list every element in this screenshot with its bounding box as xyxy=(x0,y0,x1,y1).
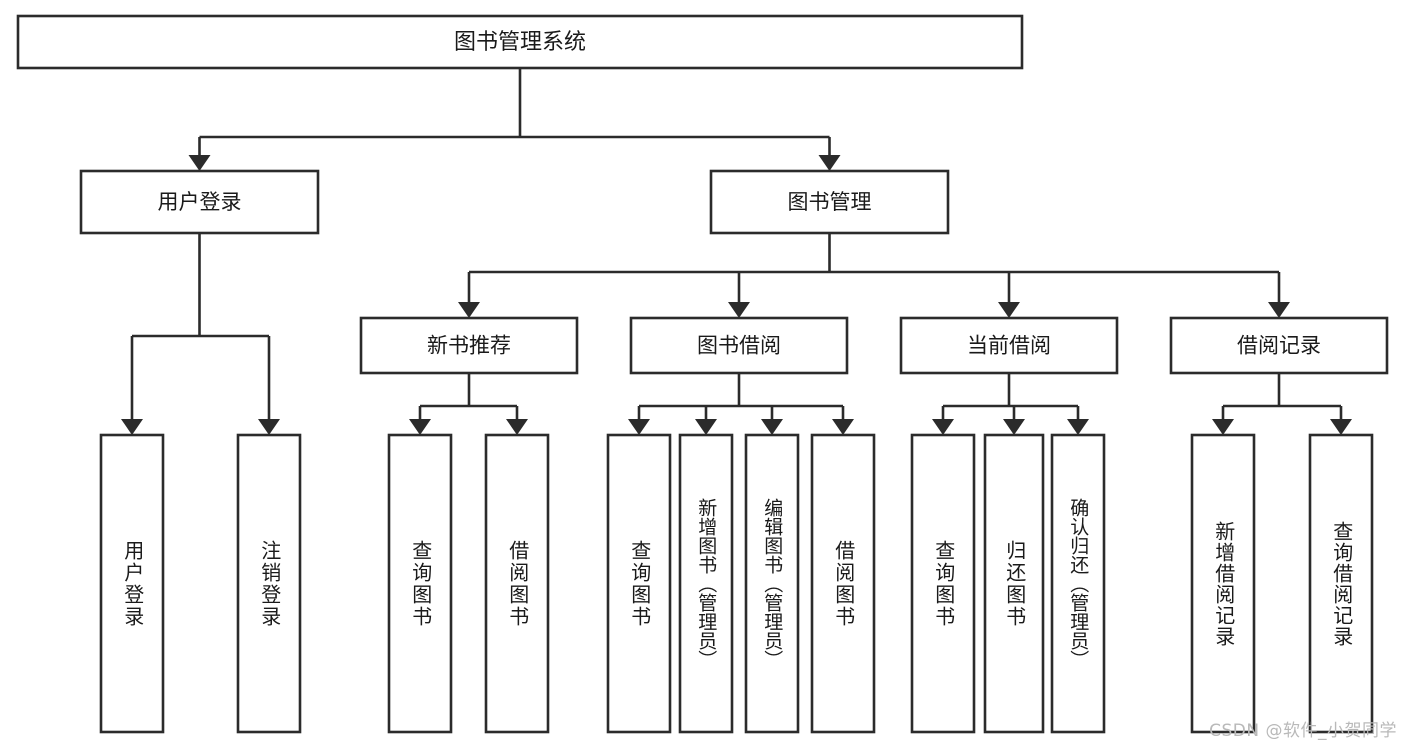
node-box-l_cu_query[interactable] xyxy=(910,433,976,734)
node-label-n_bookmgmt: 图书管理 xyxy=(788,190,872,214)
node-label-n_current: 当前借阅 xyxy=(967,334,1051,358)
node-box-l_user_logout[interactable] xyxy=(236,433,302,734)
arrow-head-icon xyxy=(1003,419,1025,435)
arrow-head-icon xyxy=(121,419,143,435)
node-box-n_newrec[interactable] xyxy=(359,316,579,375)
node-box-l_user_login[interactable] xyxy=(99,433,165,734)
node-box-l_re_query[interactable] xyxy=(1308,433,1374,734)
node-box-l_re_add[interactable] xyxy=(1190,433,1256,734)
node-box-l_bo_add[interactable] xyxy=(678,433,734,734)
node-box-layer xyxy=(16,14,1389,734)
arrow-head-icon xyxy=(998,302,1020,318)
arrow-head-icon xyxy=(188,155,211,171)
node-box-root[interactable] xyxy=(16,14,1024,70)
node-box-l_bo_query[interactable] xyxy=(606,433,672,734)
connector-group-root xyxy=(188,68,841,171)
node-box-l_bo_borrow[interactable] xyxy=(810,433,876,734)
node-label-n_borrow: 图书借阅 xyxy=(697,334,781,358)
arrow-head-icon xyxy=(628,419,650,435)
node-label-root: 图书管理系统 xyxy=(454,30,586,55)
node-box-l_cu_return[interactable] xyxy=(983,433,1045,734)
arrow-head-icon xyxy=(1330,419,1352,435)
node-label-n_login: 用户登录 xyxy=(158,190,242,214)
arrow-head-icon xyxy=(1268,302,1290,318)
node-label-n_newrec: 新书推荐 xyxy=(427,334,511,358)
arrow-head-icon xyxy=(506,419,528,435)
arrow-head-icon xyxy=(761,419,783,435)
node-label-n_records: 借阅记录 xyxy=(1237,334,1321,358)
arrow-head-icon xyxy=(1067,419,1089,435)
arrow-head-icon xyxy=(932,419,954,435)
node-box-n_login[interactable] xyxy=(79,169,320,235)
arrow-head-icon xyxy=(695,419,717,435)
arrow-head-icon xyxy=(258,419,280,435)
node-box-l_nr_query[interactable] xyxy=(387,433,453,734)
node-box-n_borrow[interactable] xyxy=(629,316,849,375)
connector-group-n_current xyxy=(932,373,1089,435)
connector-group-n_login xyxy=(121,233,280,435)
arrow-head-icon xyxy=(818,155,841,171)
arrow-head-icon xyxy=(1212,419,1234,435)
connector-group-n_bookmgmt xyxy=(458,233,1290,318)
connector-group-n_newrec xyxy=(409,373,528,435)
connector-group-n_borrow xyxy=(628,373,854,435)
watermark: CSDN @软件_小贺同学 xyxy=(1209,721,1397,741)
node-box-n_bookmgmt[interactable] xyxy=(709,169,950,235)
node-box-l_bo_edit[interactable] xyxy=(744,433,800,734)
arrow-head-icon xyxy=(409,419,431,435)
node-box-n_records[interactable] xyxy=(1169,316,1389,375)
connector-group-n_records xyxy=(1212,373,1352,435)
node-box-l_cu_confirm[interactable] xyxy=(1050,433,1106,734)
arrow-head-icon xyxy=(458,302,480,318)
node-box-l_nr_borrow[interactable] xyxy=(484,433,550,734)
node-box-n_current[interactable] xyxy=(899,316,1119,375)
arrow-head-icon xyxy=(832,419,854,435)
connector-layer xyxy=(121,68,1352,435)
arrow-head-icon xyxy=(728,302,750,318)
